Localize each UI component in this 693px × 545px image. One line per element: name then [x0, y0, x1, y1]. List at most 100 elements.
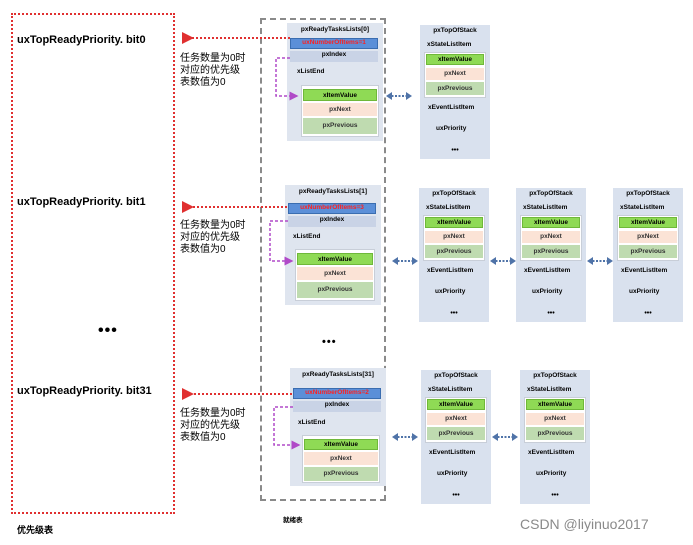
tcb-priority: uxPriority	[629, 288, 660, 295]
tcb-top-of-stack: pxTopOfStack	[433, 27, 477, 34]
tcb-px-previous: pxPrevious	[522, 245, 580, 258]
num-items: uxNumberOfItems=1	[290, 38, 378, 49]
purple-arrow-0	[275, 57, 299, 101]
priority-table-box	[11, 13, 175, 514]
note-bit31: 任务数量为0时对应的优先级表数值为0	[180, 408, 246, 444]
tcb-ellipsis: •••	[450, 310, 458, 317]
priority-ellipsis: •••	[98, 322, 118, 339]
tcb-px-next: pxNext	[425, 231, 483, 243]
priority-table-caption: 优先级表	[17, 525, 54, 535]
tcb-state-list-item: xStateListItem	[426, 204, 471, 211]
tcb-px-next: pxNext	[426, 68, 484, 80]
px-previous: pxPrevious	[297, 282, 373, 298]
list-end-label: xListEnd	[298, 419, 326, 426]
px-next: pxNext	[304, 452, 378, 465]
num-items: uxNumberOfItems=3	[288, 203, 376, 214]
tcb-item-value: xItemValue	[526, 399, 584, 410]
item-value: xItemValue	[297, 253, 373, 265]
px-previous: pxPrevious	[303, 118, 377, 134]
item-value: xItemValue	[303, 89, 377, 101]
tcb-px-next: pxNext	[526, 413, 584, 425]
note-line: 任务数量为0时	[180, 408, 246, 419]
purple-arrow-1	[269, 220, 294, 266]
px-previous: pxPrevious	[304, 467, 378, 481]
tcb-ellipsis: •••	[451, 147, 459, 154]
tcb-top-of-stack: pxTopOfStack	[432, 190, 476, 197]
tcb-item-value: xItemValue	[427, 399, 485, 410]
tcb-state-list-item: xStateListItem	[427, 41, 472, 48]
ready-list-1: pxReadyTasksLists[1] uxNumberOfItems=3 p…	[285, 185, 381, 305]
tcb-state-list-item: xStateListItem	[527, 386, 572, 393]
note-line: 对应的优先级	[180, 232, 240, 243]
tcb-px-previous: pxPrevious	[526, 427, 584, 440]
watermark: CSDN @liyinuo2017	[520, 516, 649, 532]
tcb-ellipsis: •••	[452, 492, 460, 499]
px-next: pxNext	[297, 267, 373, 280]
tcb-priority: uxPriority	[437, 470, 468, 477]
purple-arrow-31	[273, 406, 301, 450]
note-line: 任务数量为0时	[180, 220, 246, 231]
tcb-event-list-item: xEventListItem	[429, 449, 476, 456]
px-next: pxNext	[303, 103, 377, 116]
tcb-state-list-item: xStateListItem	[620, 204, 665, 211]
note-line: 对应的优先级	[180, 65, 240, 76]
ready-list-0: pxReadyTasksLists[0] uxNumberOfItems=1 p…	[287, 23, 383, 141]
tcb-priority: uxPriority	[435, 288, 466, 295]
note-bit1: 任务数量为0时对应的优先级表数值为0	[180, 220, 246, 256]
tcb-ellipsis: •••	[547, 310, 555, 317]
note-line: 表数值为0	[180, 432, 226, 443]
tcb-top-of-stack: pxTopOfStack	[529, 190, 573, 197]
tcb-px-previous: pxPrevious	[427, 427, 485, 440]
tcb-event-list-item: xEventListItem	[524, 267, 571, 274]
tcb-top-of-stack: pxTopOfStack	[533, 372, 577, 379]
tcb-priority: uxPriority	[536, 470, 567, 477]
num-items: uxNumberOfItems=2	[293, 388, 381, 399]
list-title: pxReadyTasksLists[31]	[302, 371, 374, 378]
note-line: 对应的优先级	[180, 420, 240, 431]
tcb-px-previous: pxPrevious	[425, 245, 483, 258]
px-index: pxIndex	[288, 216, 376, 227]
tcb-ellipsis: •••	[551, 492, 559, 499]
task-tcb: pxTopOfStack xStateListItem xItemValue p…	[419, 188, 489, 322]
tcb-px-previous: pxPrevious	[426, 82, 484, 95]
tcb-priority: uxPriority	[436, 125, 467, 132]
tcb-item-value: xItemValue	[619, 217, 677, 228]
px-index: pxIndex	[290, 51, 378, 62]
task-tcb: pxTopOfStack xStateListItem xItemValue p…	[516, 188, 586, 322]
priority-bit1-label: uxTopReadyPriority. bit1	[17, 196, 146, 208]
task-tcb: pxTopOfStack xStateListItem xItemValue p…	[420, 25, 490, 159]
list-title: pxReadyTasksLists[1]	[298, 188, 368, 195]
ready-list-31: pxReadyTasksLists[31] uxNumberOfItems=2 …	[290, 368, 386, 486]
note-bit0: 任务数量为0时对应的优先级表数值为0	[180, 53, 246, 89]
ready-table-box	[260, 18, 386, 501]
note-line: 任务数量为0时	[180, 53, 246, 64]
px-index: pxIndex	[293, 401, 381, 412]
tcb-event-list-item: xEventListItem	[621, 267, 668, 274]
list-end-label: xListEnd	[297, 68, 325, 75]
item-value: xItemValue	[304, 439, 378, 450]
priority-bit31-label: uxTopReadyPriority. bit31	[17, 385, 152, 397]
tcb-px-next: pxNext	[522, 231, 580, 243]
tcb-px-next: pxNext	[619, 231, 677, 243]
task-tcb: pxTopOfStack xStateListItem xItemValue p…	[520, 370, 590, 504]
tcb-top-of-stack: pxTopOfStack	[626, 190, 670, 197]
tcb-state-list-item: xStateListItem	[428, 386, 473, 393]
list-title: pxReadyTasksLists[0]	[300, 26, 370, 33]
tcb-ellipsis: •••	[644, 310, 652, 317]
tcb-item-value: xItemValue	[426, 54, 484, 65]
task-tcb: pxTopOfStack xStateListItem xItemValue p…	[421, 370, 491, 504]
priority-bit0-label: uxTopReadyPriority. bit0	[17, 34, 146, 46]
tcb-item-value: xItemValue	[522, 217, 580, 228]
tcb-event-list-item: xEventListItem	[528, 449, 575, 456]
ready-ellipsis: •••	[322, 336, 337, 348]
tcb-px-next: pxNext	[427, 413, 485, 425]
task-tcb: pxTopOfStack xStateListItem xItemValue p…	[613, 188, 683, 322]
tcb-event-list-item: xEventListItem	[428, 104, 475, 111]
tcb-event-list-item: xEventListItem	[427, 267, 474, 274]
tcb-state-list-item: xStateListItem	[523, 204, 568, 211]
list-end-label: xListEnd	[293, 233, 321, 240]
tcb-top-of-stack: pxTopOfStack	[434, 372, 478, 379]
tcb-item-value: xItemValue	[425, 217, 483, 228]
tcb-px-previous: pxPrevious	[619, 245, 677, 258]
